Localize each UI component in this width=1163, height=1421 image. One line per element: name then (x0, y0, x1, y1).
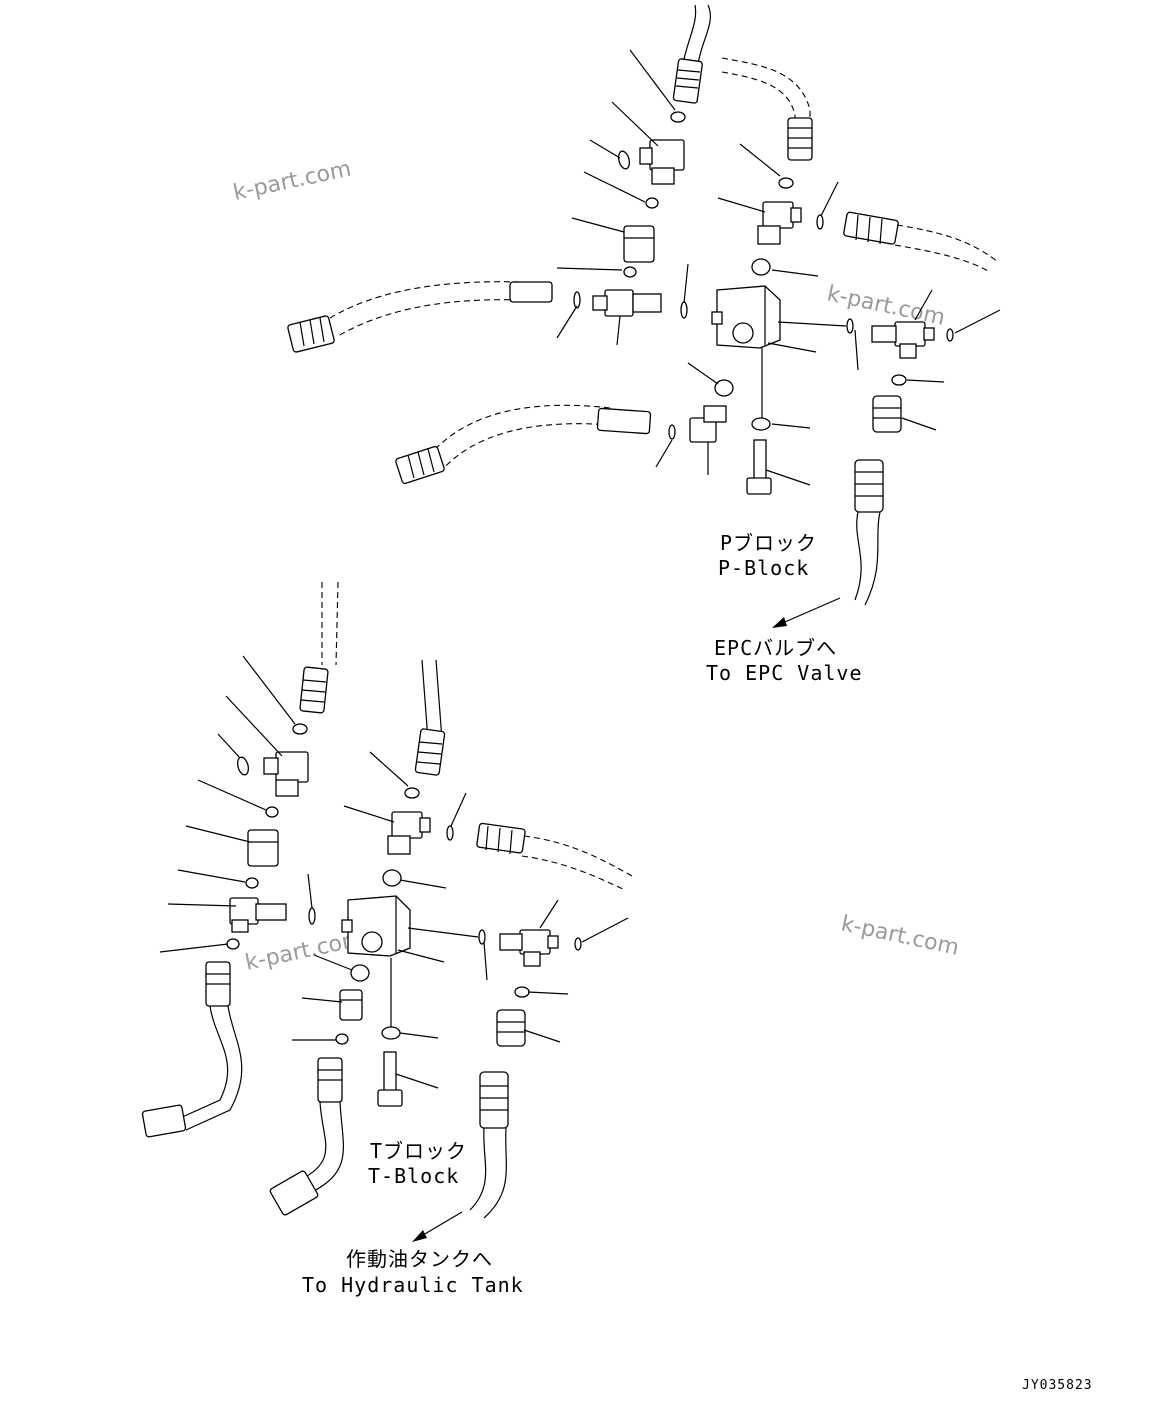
tee-fitting (499, 929, 559, 967)
elbow-fitting (263, 751, 309, 797)
watermark: k-part.com (839, 911, 961, 960)
hose-left (287, 281, 553, 353)
washer (751, 417, 771, 431)
leader-lines (556, 49, 1001, 486)
o-ring (335, 1033, 349, 1045)
o-ring (816, 214, 824, 230)
watermarks: k-part.com k-part.com k-part.com k-part.… (231, 157, 961, 976)
o-ring (478, 929, 486, 945)
tee-fitting (387, 811, 431, 855)
leader-lines (159, 655, 629, 1089)
o-ring (573, 291, 581, 309)
p-block-label-jp: Pブロック (720, 531, 817, 555)
p-block-label-en: P-Block (718, 556, 809, 580)
tank-label-jp: 作動油タンクへ (346, 1247, 493, 1271)
o-ring (265, 806, 279, 818)
o-ring (226, 938, 240, 950)
nut-fitting (623, 225, 655, 263)
hose-top (672, 4, 712, 104)
hose-right (843, 211, 999, 273)
epc-label-en: To EPC Valve (706, 661, 863, 685)
tank-label-en: To Hydraulic Tank (302, 1273, 524, 1297)
o-ring (680, 301, 688, 319)
tee-fitting (757, 201, 802, 245)
hose-upper-right (721, 57, 813, 161)
o-ring (236, 756, 250, 776)
tee-fitting (229, 897, 287, 933)
o-ring (514, 986, 530, 998)
o-ring (617, 150, 631, 170)
elbow-fitting (689, 405, 727, 443)
watermark: k-part.com (231, 157, 353, 206)
adapter-fitting (496, 1009, 526, 1047)
o-ring (714, 379, 734, 397)
t-block-assembly: Tブロック T-Block 作動油タンクへ To Hydraulic Tank (141, 581, 633, 1297)
o-ring (645, 197, 659, 209)
hose-left-lower (141, 961, 243, 1138)
hose-middle-lower (269, 1057, 344, 1216)
o-ring (846, 318, 854, 334)
o-ring (308, 907, 316, 925)
elbow-fitting (639, 139, 685, 185)
hose-to-tank (469, 1071, 509, 1219)
t-block-label-en: T-Block (368, 1164, 459, 1188)
o-ring (778, 177, 794, 189)
arrow-to-tank (412, 1211, 463, 1242)
p-block-body (711, 285, 781, 349)
hose-lower-left (395, 404, 652, 485)
arrow-to-epc (772, 597, 841, 628)
tee-fitting (871, 321, 935, 359)
o-ring (670, 111, 686, 123)
hose-top (299, 581, 339, 714)
hose-to-epc (854, 459, 884, 606)
washer (381, 1026, 401, 1040)
o-ring (751, 258, 771, 276)
o-ring (574, 937, 582, 951)
o-ring (446, 825, 454, 841)
nut-fitting (247, 829, 279, 867)
t-block-body (341, 895, 411, 957)
watermark: k-part.com (825, 281, 947, 330)
drawing-code: JY035823 (1022, 1378, 1093, 1393)
tee-fitting (592, 289, 662, 317)
o-ring (623, 266, 637, 278)
o-ring (668, 424, 676, 440)
adapter-fitting (339, 989, 363, 1021)
o-ring (946, 328, 954, 342)
o-ring (382, 869, 402, 887)
p-block-assembly: Pブロック P-Block EPCバルブへ To EPC Valve (287, 4, 1001, 685)
epc-label-jp: EPCバルブへ (714, 636, 837, 660)
adapter-fitting (872, 395, 902, 433)
o-ring (245, 877, 259, 889)
bolt (746, 439, 772, 495)
o-ring (350, 964, 370, 982)
t-block-label-jp: Tブロック (370, 1139, 467, 1163)
o-ring (404, 787, 420, 799)
hose-upper-middle (414, 659, 446, 776)
hose-right (476, 822, 633, 891)
o-ring (891, 374, 907, 386)
o-ring (292, 723, 308, 735)
bolt (377, 1051, 403, 1107)
